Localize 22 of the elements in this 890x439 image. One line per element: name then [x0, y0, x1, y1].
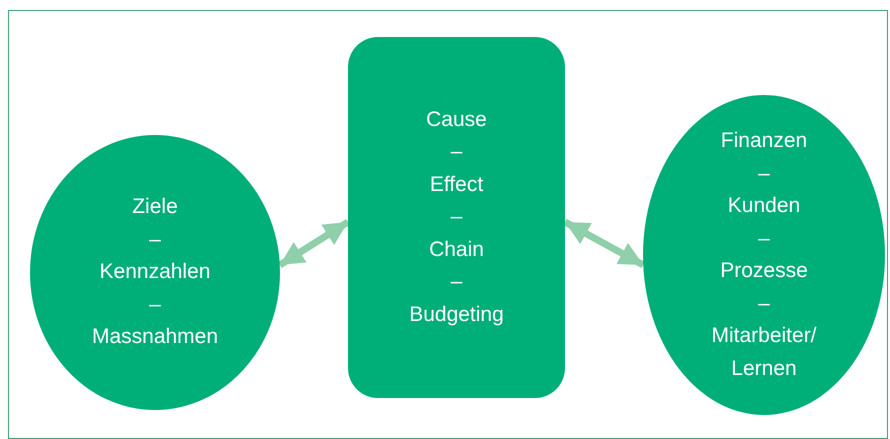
- node-text: –: [450, 139, 462, 166]
- node-text: –: [149, 226, 161, 253]
- node-text: Kunden: [728, 193, 800, 219]
- node-text: –: [758, 160, 770, 186]
- node-text: Cause: [426, 106, 487, 133]
- node-text: Finanzen: [720, 128, 808, 154]
- node-text: –: [450, 204, 462, 230]
- node-text: Mitarbeiter/ Lernen: [710, 323, 818, 382]
- node-text: –: [758, 290, 770, 316]
- node-text: Chain: [429, 236, 484, 263]
- node-text: –: [450, 269, 462, 296]
- node-text: –: [149, 292, 161, 318]
- node-text: Ziele: [132, 194, 178, 220]
- node-text: Effect: [430, 172, 484, 198]
- node-text: Massnahmen: [92, 324, 218, 350]
- rounded-box: [348, 37, 565, 398]
- double-arrow: [563, 218, 645, 268]
- node-text: Budgeting: [409, 302, 504, 328]
- node-text: –: [758, 226, 770, 252]
- double-arrow: [278, 219, 350, 268]
- node-text: Prozesse: [720, 258, 808, 284]
- node-text: Kennzahlen: [100, 259, 210, 286]
